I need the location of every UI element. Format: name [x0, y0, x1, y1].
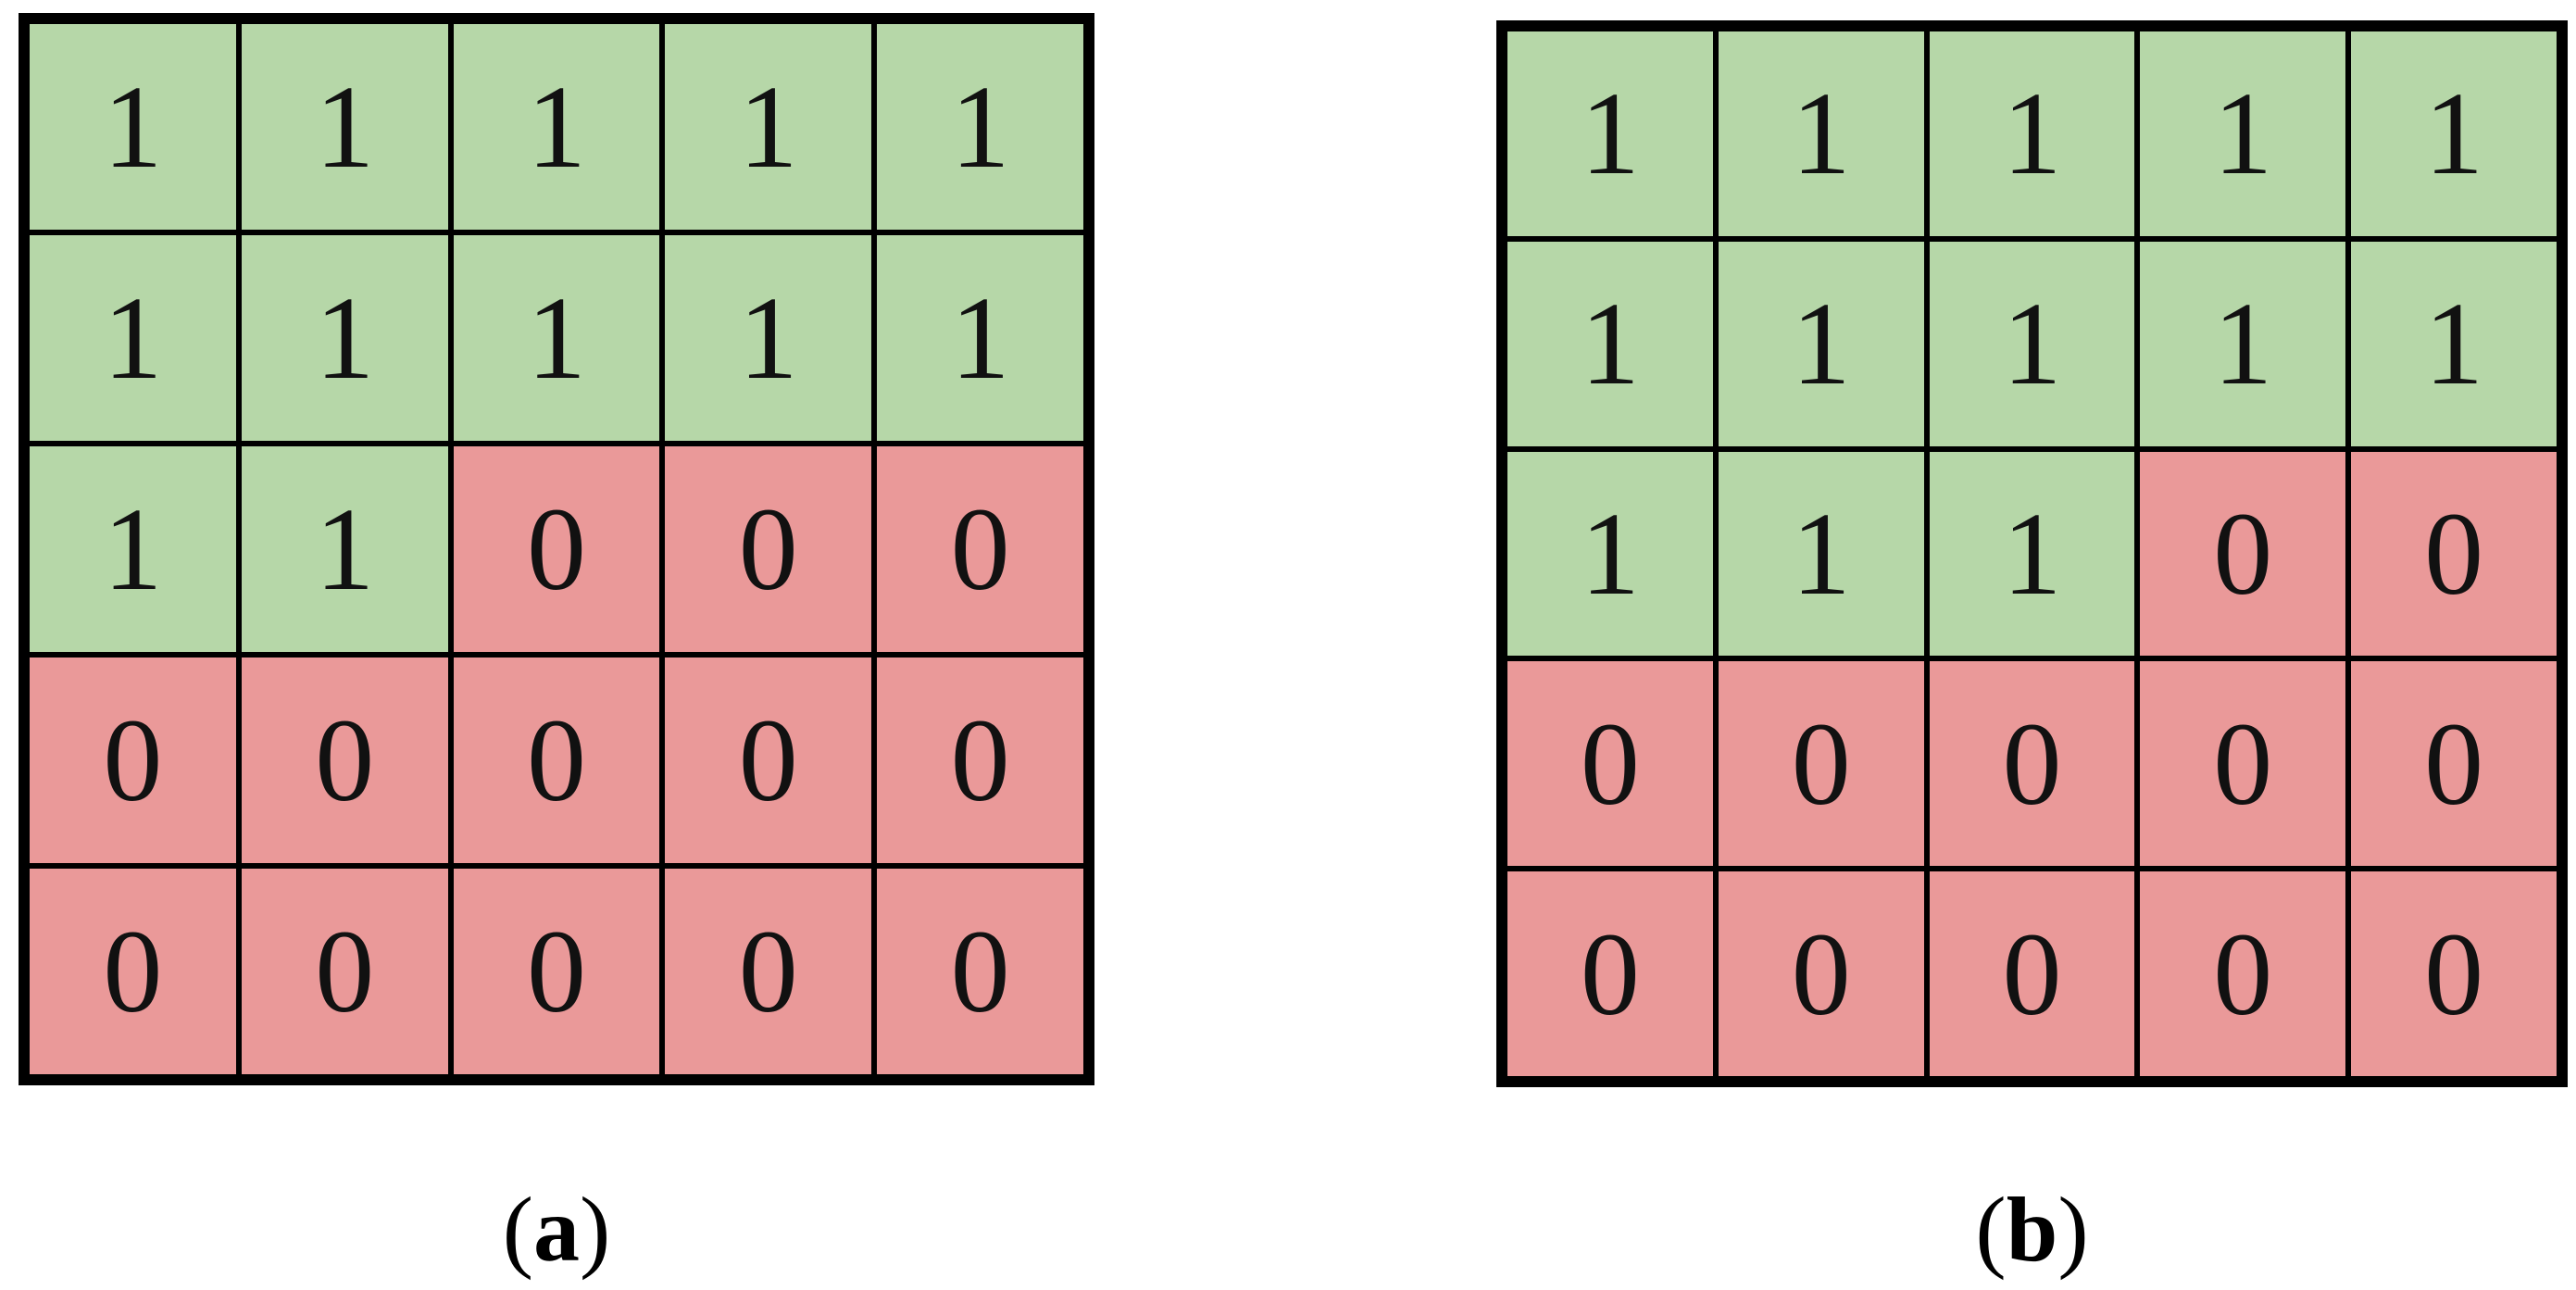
grid-cell-b-r3c5: 0 [2348, 448, 2559, 659]
grid-cell-a-r5c2: 0 [238, 866, 451, 1077]
grid-cell-a-r5c1: 0 [27, 866, 239, 1077]
grid-cell-b-r3c4: 0 [2137, 448, 2349, 659]
grid-cell-b-r1c5: 1 [2348, 29, 2559, 239]
grid-cell-a-r4c5: 0 [874, 655, 1086, 866]
grid-cell-b-r2c1: 1 [1505, 238, 1716, 449]
panel-a-label-letter: a [533, 1178, 580, 1281]
grid-cell-a-r2c3: 1 [450, 232, 663, 444]
grid-cell-a-r1c1: 1 [27, 21, 239, 232]
panel-b-label-open-paren: ( [1975, 1178, 2007, 1281]
panel-b-label: (b) [1496, 1184, 2568, 1276]
grid-cell-a-r5c4: 0 [662, 866, 875, 1077]
grid-cell-a-r1c5: 1 [874, 21, 1086, 232]
panel-a-label-open-paren: ( [502, 1178, 533, 1281]
grid-cell-b-r3c2: 1 [1715, 448, 1927, 659]
grid-cell-a-r5c3: 0 [450, 866, 663, 1077]
grid-cell-b-r4c4: 0 [2137, 658, 2349, 870]
grid-cell-b-r3c3: 1 [1926, 448, 2138, 659]
grid-cell-b-r5c2: 0 [1715, 869, 1927, 1079]
grid-cell-a-r2c2: 1 [238, 232, 451, 444]
panel-b-label-letter: b [2006, 1178, 2058, 1281]
grid-cell-b-r2c3: 1 [1926, 238, 2138, 449]
grid-cell-b-r2c4: 1 [2137, 238, 2349, 449]
grid-cell-b-r5c3: 0 [1926, 869, 2138, 1079]
grid-cell-b-r2c5: 1 [2348, 238, 2559, 449]
grid-cell-a-r4c2: 0 [238, 655, 451, 866]
grid-cell-a-r2c1: 1 [27, 232, 239, 444]
grid-cell-b-r2c2: 1 [1715, 238, 1927, 449]
panel-b-label-close-paren: ) [2057, 1178, 2089, 1281]
grid-cell-b-r4c3: 0 [1926, 658, 2138, 870]
grid-cell-b-r1c2: 1 [1715, 29, 1927, 239]
grid-cell-b-r4c1: 0 [1505, 658, 1716, 870]
grid-cell-a-r4c3: 0 [450, 655, 663, 866]
grid-cell-a-r1c4: 1 [662, 21, 875, 232]
grid-cell-b-r5c1: 0 [1505, 869, 1716, 1079]
grid-cell-b-r4c5: 0 [2348, 658, 2559, 870]
grid-cell-b-r1c4: 1 [2137, 29, 2349, 239]
grid-cell-a-r4c1: 0 [27, 655, 239, 866]
panel-a-label: (a) [19, 1184, 1094, 1276]
grid-cell-a-r3c5: 0 [874, 444, 1086, 655]
grid-cell-a-r3c1: 1 [27, 444, 239, 655]
grid-cell-b-r4c2: 0 [1715, 658, 1927, 870]
grid-cell-a-r5c5: 0 [874, 866, 1086, 1077]
grid-cell-b-r1c3: 1 [1926, 29, 2138, 239]
grid-cell-b-r1c1: 1 [1505, 29, 1716, 239]
grid-cell-a-r3c2: 1 [238, 444, 451, 655]
grid-cell-a-r4c4: 0 [662, 655, 875, 866]
grid-cell-a-r1c3: 1 [450, 21, 663, 232]
grid-cell-b-r5c5: 0 [2348, 869, 2559, 1079]
grid-cell-a-r1c2: 1 [238, 21, 451, 232]
grid-cell-b-r3c1: 1 [1505, 448, 1716, 659]
grid-cell-a-r3c4: 0 [662, 444, 875, 655]
panel-a-label-close-paren: ) [580, 1178, 611, 1281]
grid-cell-a-r2c5: 1 [874, 232, 1086, 444]
grid-cell-a-r2c4: 1 [662, 232, 875, 444]
grid-cell-a-r3c3: 0 [450, 444, 663, 655]
grid-cell-b-r5c4: 0 [2137, 869, 2349, 1079]
